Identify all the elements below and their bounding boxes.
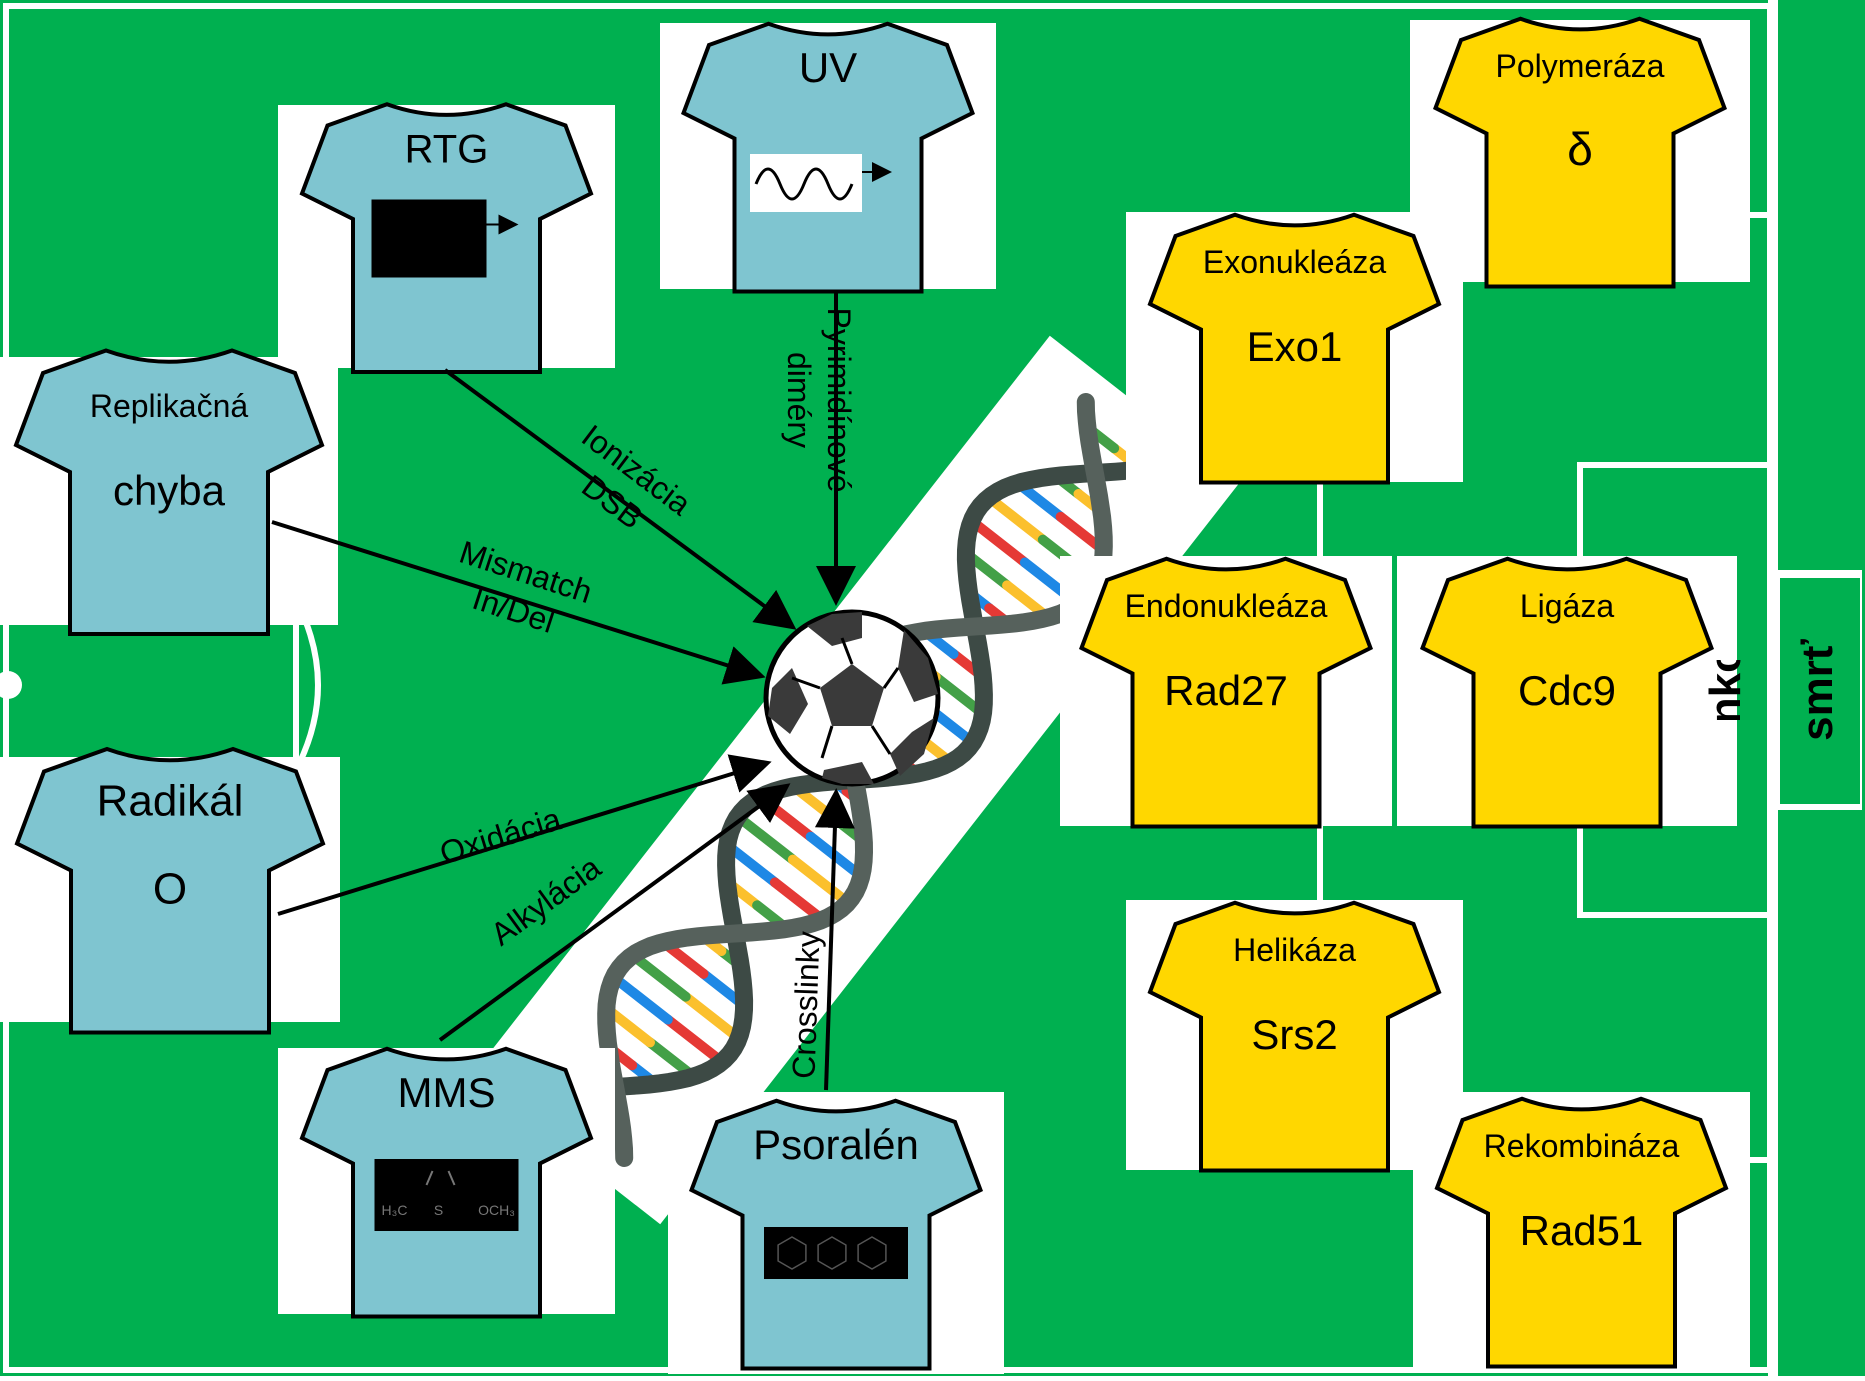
psoralen-structure-icon (764, 1227, 908, 1279)
mms-formula-right: OCH₃ (478, 1202, 515, 1218)
jersey-label-top: Radikál (97, 777, 244, 826)
jersey-label-top: Exonukleáza (1203, 244, 1386, 280)
mms-formula-center: S (434, 1202, 443, 1218)
jersey-label-bottom: Rad51 (1520, 1207, 1644, 1254)
jersey-label-top: Endonukleáza (1125, 588, 1328, 624)
jersey-label-bottom: Cdc9 (1518, 667, 1616, 714)
jersey-label-top: Ligáza (1520, 588, 1615, 624)
jersey-label-top: RTG (405, 128, 489, 172)
jersey-label-top: Helikáza (1233, 932, 1356, 968)
jersey-label-top: Replikačná (90, 388, 249, 424)
goal-label-line2: smrť (1793, 638, 1842, 741)
jersey-label-top: MMS (398, 1069, 496, 1116)
mms-formula-left: H₃C (382, 1202, 408, 1218)
arrow-label-line: Crosslinky (785, 931, 826, 1080)
jersey-label-bottom: δ (1567, 123, 1593, 175)
arrow-label-line: diméry (781, 352, 817, 448)
attacker-card-replication: Replikačná chyba (0, 351, 338, 635)
mms-structure-icon: H₃C S OCH₃ (375, 1159, 519, 1231)
jersey-label-bottom: Exo1 (1247, 323, 1343, 370)
goal-post-top (1768, 0, 1778, 570)
arrow-label-psoralen: Crosslinky (785, 931, 826, 1080)
jersey-label-top: Psoralén (753, 1121, 919, 1168)
soccer-ball-icon (766, 612, 938, 784)
jersey-label-top: Polymeráza (1496, 48, 1665, 84)
attacker-card-mms: MMS H₃C S OCH₃ (278, 1048, 615, 1317)
attacker-card-rtg: RTG (278, 104, 615, 372)
attacker-card-uv: UV (660, 23, 996, 292)
jersey-label-bottom: O (153, 865, 187, 914)
arrow-label-line: Pyrimidínové (821, 308, 857, 493)
jersey-label-top: Rekombináza (1484, 1128, 1680, 1164)
jersey-label-bottom: Rad27 (1164, 667, 1288, 714)
jersey-label-bottom: Srs2 (1251, 1011, 1337, 1058)
jersey-label-bottom: chyba (113, 467, 226, 514)
goal-post-bottom (1768, 810, 1778, 1376)
attacker-card-psoralen: Psoralén (668, 1092, 1004, 1374)
jersey-label-top: UV (799, 44, 857, 91)
